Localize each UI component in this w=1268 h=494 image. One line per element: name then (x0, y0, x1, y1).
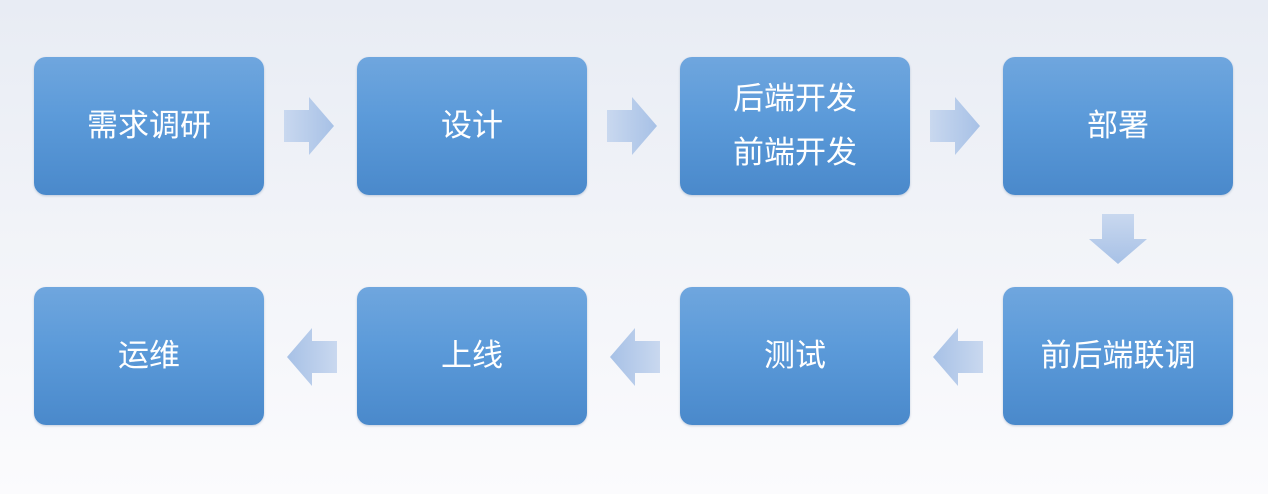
step-label-line-1: 后端开发 (733, 81, 857, 117)
step-box-requirements-research: 需求调研 (34, 57, 264, 195)
step-box-testing: 测试 (680, 287, 910, 425)
step-label: 前后端联调 (1040, 338, 1196, 374)
step-box-integration: 前后端联调 (1003, 287, 1233, 425)
step-label: 部署 (1087, 108, 1149, 144)
flow-arrow-right-icon (607, 97, 657, 155)
step-label: 设计 (441, 108, 503, 144)
flow-arrow-right-icon (930, 97, 980, 155)
step-box-release: 上线 (357, 287, 587, 425)
step-label: 测试 (764, 338, 826, 374)
flow-arrow-left-icon (287, 328, 337, 386)
step-box-deployment: 部署 (1003, 57, 1233, 195)
step-box-operations: 运维 (34, 287, 264, 425)
step-box-design: 设计 (357, 57, 587, 195)
step-label-line-2: 前端开发 (733, 135, 857, 171)
flow-arrow-left-icon (933, 328, 983, 386)
flow-arrow-down-icon (1089, 214, 1147, 264)
flow-arrow-right-icon (284, 97, 334, 155)
step-label: 运维 (118, 338, 180, 374)
step-box-backend-frontend-development: 后端开发 前端开发 (680, 57, 910, 195)
flow-arrow-left-icon (610, 328, 660, 386)
step-label: 需求调研 (87, 108, 211, 144)
step-label: 上线 (441, 338, 503, 374)
